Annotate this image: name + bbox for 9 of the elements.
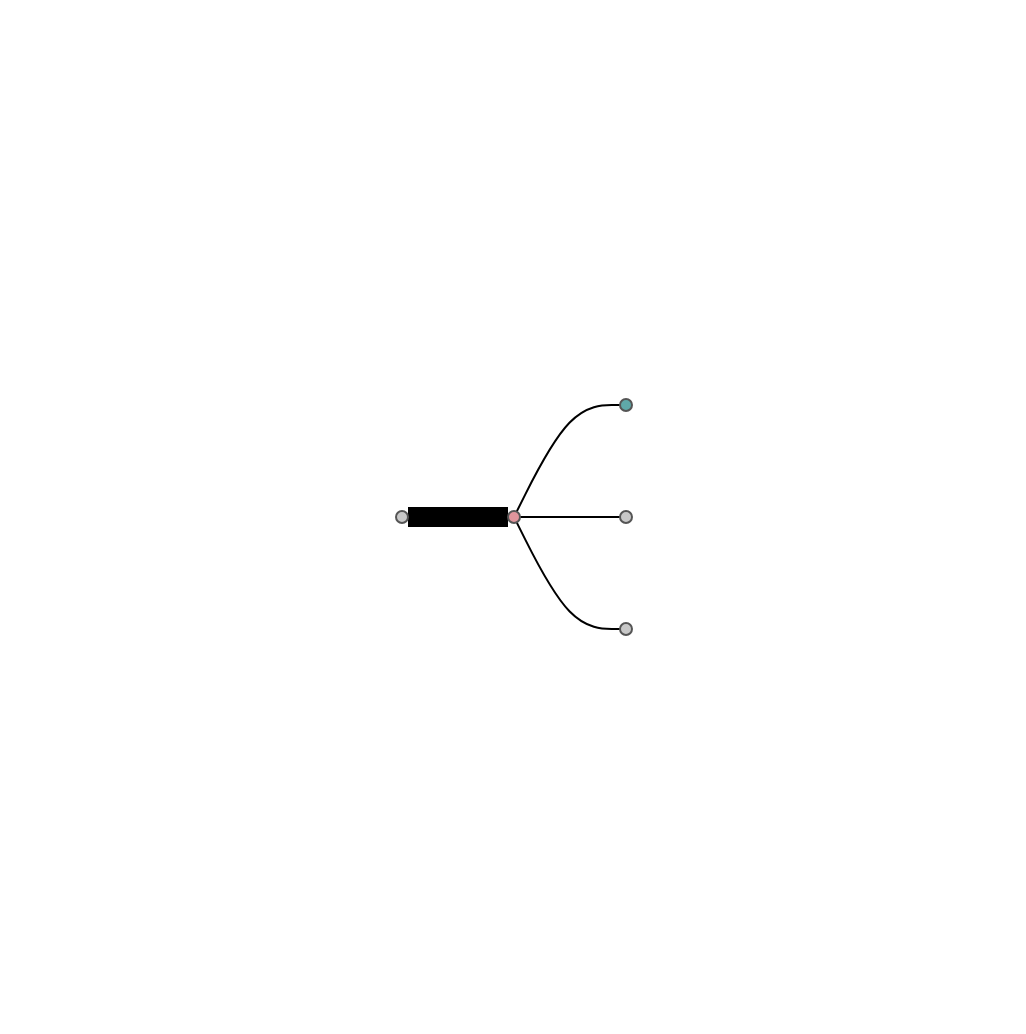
- node-circle: [618, 510, 632, 524]
- connector: [514, 404, 620, 513]
- node-circle: [394, 510, 408, 524]
- node-circle: [618, 622, 632, 636]
- connector: [518, 516, 620, 518]
- node-circle: [506, 510, 520, 524]
- connector: [405, 507, 509, 527]
- node-circle: [618, 398, 632, 412]
- connector: [514, 521, 620, 630]
